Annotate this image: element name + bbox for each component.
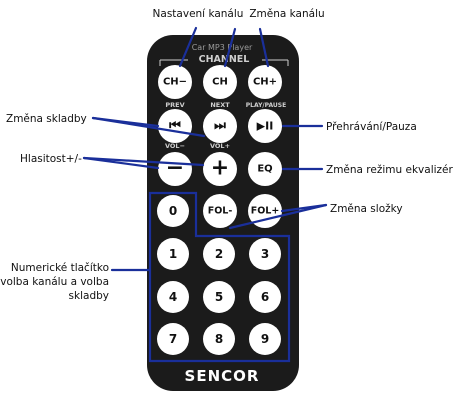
leader-hlasitost-plus bbox=[82, 156, 205, 167]
callout-numericke-3: skladby bbox=[69, 290, 109, 302]
ch-minus-label: CH− bbox=[163, 77, 187, 88]
next-button[interactable]: ⏭ bbox=[203, 109, 237, 143]
fol-plus-label: FOL+ bbox=[251, 206, 280, 217]
play-pause-icon: ▶II bbox=[257, 120, 274, 133]
leader-nastaveni-kanalu bbox=[178, 26, 198, 68]
digit-3-label: 3 bbox=[261, 247, 269, 261]
vol-plus-button[interactable]: + bbox=[203, 152, 237, 186]
vol-minus-icon: − bbox=[166, 156, 184, 181]
digit-7-label: 7 bbox=[169, 332, 177, 346]
digit-6-label: 6 bbox=[261, 290, 269, 304]
ch-plus-label: CH+ bbox=[253, 77, 277, 88]
brand-logo: SENCOR bbox=[185, 367, 260, 385]
digit-0-button[interactable]: 0 bbox=[157, 195, 189, 227]
next-label: NEXT bbox=[210, 101, 230, 109]
fol-minus-button[interactable]: FOL- bbox=[203, 194, 237, 228]
leader-zmena-slozky-a bbox=[228, 203, 328, 230]
digit-1-button[interactable]: 1 bbox=[157, 238, 189, 270]
ch-label: CH bbox=[212, 77, 228, 88]
leader-zmena-skladby-next bbox=[91, 116, 206, 138]
digit-0-label: 0 bbox=[169, 204, 177, 218]
next-icon: ⏭ bbox=[214, 119, 226, 134]
callout-nastaveni-kanalu: Nastavení kanálu bbox=[153, 8, 244, 20]
vol-minus-button[interactable]: − bbox=[158, 152, 192, 186]
digit-9-label: 9 bbox=[261, 332, 269, 346]
ch-minus-button[interactable]: CH− bbox=[158, 65, 192, 99]
digit-2-label: 2 bbox=[215, 247, 223, 261]
leader-numeric-outline bbox=[148, 191, 291, 363]
eq-button[interactable]: EQ bbox=[248, 152, 282, 186]
channel-label: CHANNEL bbox=[199, 54, 250, 65]
ch-button[interactable]: CH bbox=[203, 65, 237, 99]
play-pause-button[interactable]: ▶II bbox=[248, 109, 282, 143]
callout-numericke-2: volba kanálu a volba bbox=[0, 276, 109, 288]
digit-8-label: 8 bbox=[215, 332, 223, 346]
leader-zmena-slozky-b bbox=[280, 203, 328, 213]
digit-2-button[interactable]: 2 bbox=[203, 238, 235, 270]
callout-prehravani: Přehrávání/Pauza bbox=[326, 121, 417, 133]
callout-zmena-slozky: Změna složky bbox=[330, 203, 403, 215]
fol-plus-button[interactable]: FOL+ bbox=[248, 194, 282, 228]
digit-8-button[interactable]: 8 bbox=[203, 323, 235, 355]
callout-numericke-1: Numerické tlačítko bbox=[11, 262, 109, 274]
remote-header-text: Car MP3 Player bbox=[192, 43, 253, 52]
digit-4-label: 4 bbox=[169, 290, 177, 304]
callout-zmena-skladby: Změna skladby bbox=[6, 113, 87, 125]
eq-label: EQ bbox=[257, 164, 272, 175]
prev-label: PREV bbox=[165, 101, 184, 109]
digit-6-button[interactable]: 6 bbox=[249, 281, 281, 313]
callout-ekvalizer: Změna režimu ekvalizéru bbox=[326, 164, 453, 176]
play-pause-label: PLAY/PAUSE bbox=[246, 102, 286, 109]
vol-plus-icon: + bbox=[211, 156, 229, 181]
digit-7-button[interactable]: 7 bbox=[157, 323, 189, 355]
leader-zmena-kanalu-ch bbox=[223, 27, 237, 68]
digit-5-label: 5 bbox=[215, 290, 223, 304]
digit-9-button[interactable]: 9 bbox=[249, 323, 281, 355]
callout-hlasitost: Hlasitost+/- bbox=[20, 153, 82, 165]
digit-1-label: 1 bbox=[169, 247, 177, 261]
digit-5-button[interactable]: 5 bbox=[203, 281, 235, 313]
ch-plus-button[interactable]: CH+ bbox=[248, 65, 282, 99]
prev-button[interactable]: ⏮ bbox=[158, 109, 192, 143]
digit-3-button[interactable]: 3 bbox=[249, 238, 281, 270]
vol-minus-label: VOL− bbox=[165, 142, 185, 150]
vol-plus-label: VOL+ bbox=[210, 142, 230, 150]
digit-4-button[interactable]: 4 bbox=[157, 281, 189, 313]
callout-zmena-kanalu: Změna kanálu bbox=[249, 8, 324, 20]
fol-minus-label: FOL- bbox=[208, 206, 233, 217]
leader-zmena-kanalu-chplus bbox=[258, 27, 270, 68]
